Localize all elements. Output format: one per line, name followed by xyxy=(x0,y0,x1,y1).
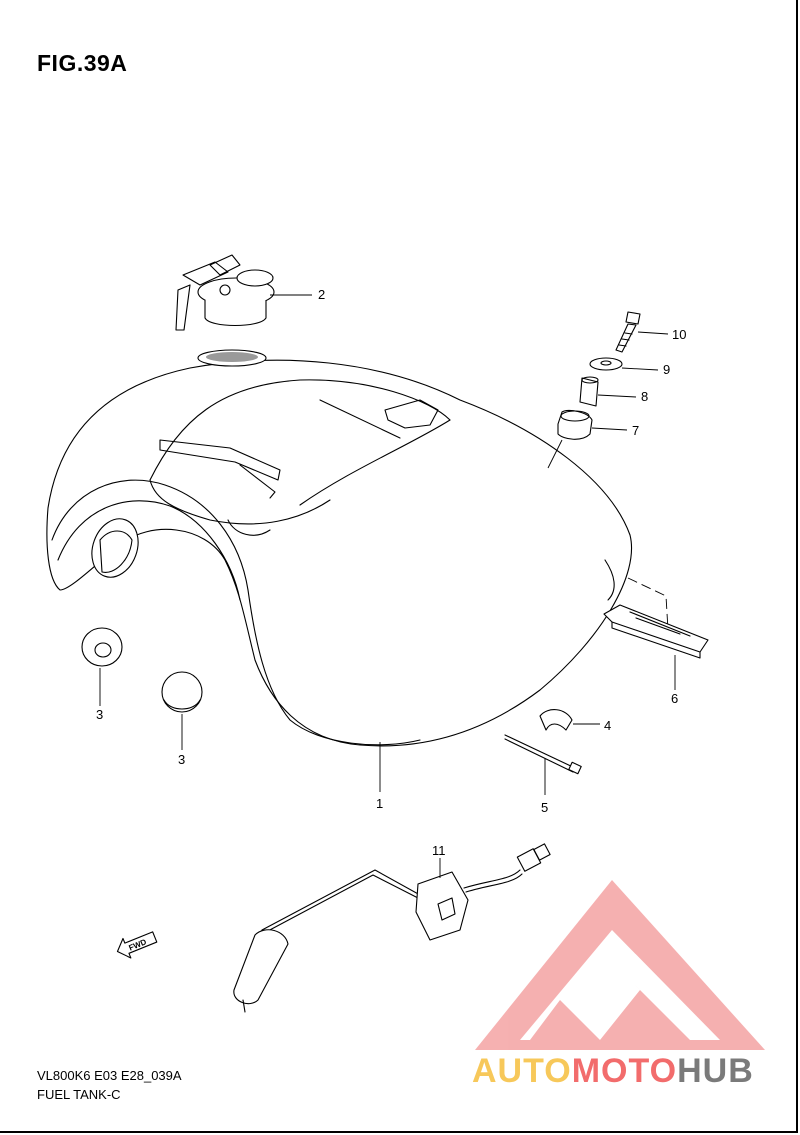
watermark-logo-icon xyxy=(475,880,765,1050)
figure-description: FUEL TANK-C xyxy=(37,1087,121,1102)
callout-7: 7 xyxy=(632,423,639,438)
callout-1: 1 xyxy=(376,796,383,811)
callout-6: 6 xyxy=(671,691,678,706)
figure-title: FIG.39A xyxy=(37,50,128,76)
callout-10: 10 xyxy=(672,327,686,342)
washer-part xyxy=(589,357,623,371)
callout-3a: 3 xyxy=(96,707,103,722)
callout-5: 5 xyxy=(541,800,548,815)
callout-2: 2 xyxy=(318,287,325,302)
cap-a-part xyxy=(81,627,123,667)
callout-9: 9 xyxy=(663,362,670,377)
cable-tie-part xyxy=(504,734,582,775)
fuel-tank-part xyxy=(46,349,632,747)
callout-11: 11 xyxy=(432,843,446,858)
model-code: VL800K6 E03 E28_039A xyxy=(37,1068,182,1083)
fwd-arrow-icon: FWD xyxy=(116,931,158,959)
fuel-cap-part xyxy=(175,254,275,331)
watermark-moto: MOTO xyxy=(571,1052,678,1090)
rear-cushion-part xyxy=(603,604,709,659)
watermark-text: AUTOMOTOHUB xyxy=(472,1052,754,1091)
callout-4: 4 xyxy=(604,718,611,733)
callout-8: 8 xyxy=(641,389,648,404)
callout-3b: 3 xyxy=(178,752,185,767)
watermark-auto: AUTO xyxy=(472,1052,572,1090)
clamp-part xyxy=(539,709,573,731)
cap-b-part xyxy=(161,671,203,713)
watermark-hub: HUB xyxy=(677,1052,754,1090)
fuel-level-gauge-part xyxy=(233,843,551,1013)
spacer-part xyxy=(579,376,599,407)
cushion-part xyxy=(557,409,593,440)
bolt-part xyxy=(615,311,641,353)
